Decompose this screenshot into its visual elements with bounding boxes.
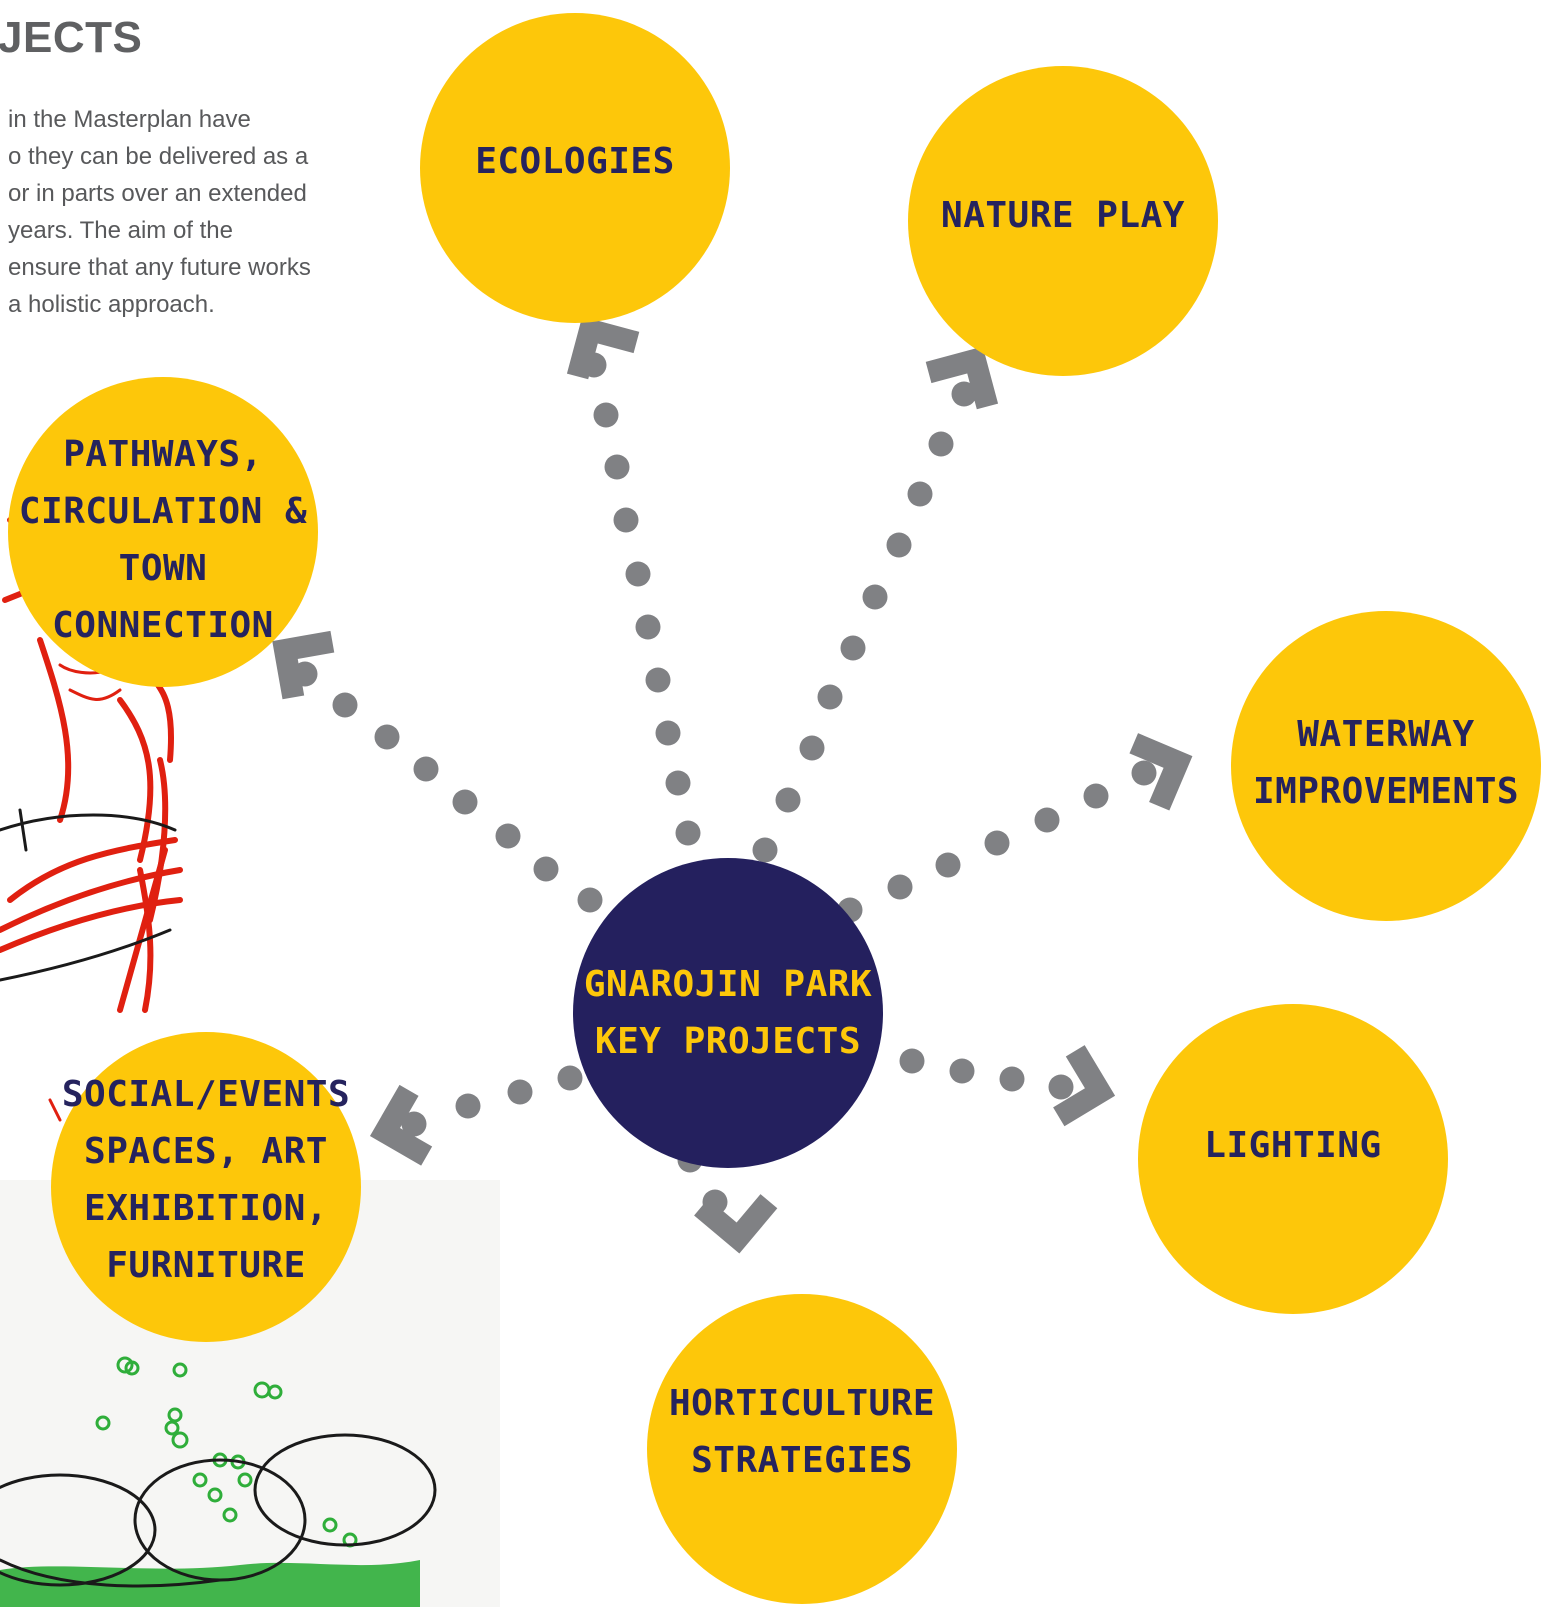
social-events-connector-dot bbox=[557, 1065, 583, 1091]
lighting-arrowhead-icon bbox=[1053, 1045, 1116, 1127]
nature-play-connector-dot bbox=[951, 381, 977, 407]
node-label-line: NATURE PLAY bbox=[941, 194, 1185, 236]
ecologies-connector-dot bbox=[604, 454, 630, 480]
node-label-line: PATHWAYS, bbox=[63, 434, 263, 475]
social-events-connector-dot bbox=[507, 1079, 533, 1105]
node-label-line: STRATEGIES bbox=[691, 1440, 913, 1481]
social-events-connector-dot bbox=[455, 1093, 481, 1119]
waterway-connector-dot bbox=[935, 852, 961, 878]
center-hub-circle: GNAROJIN PARK KEY PROJECTS bbox=[573, 858, 883, 1168]
waterway-arrowhead-icon bbox=[1129, 733, 1193, 811]
lighting-connector-dot bbox=[899, 1048, 925, 1074]
pathways-connector-dot bbox=[374, 724, 400, 750]
intro-line: ensure that any future works bbox=[8, 254, 311, 281]
nature-play-connector-dot bbox=[840, 635, 866, 661]
nature-play-connector-dot bbox=[928, 431, 954, 457]
nature-play-connector-dot bbox=[752, 837, 778, 863]
waterway-connector-dot bbox=[1083, 783, 1109, 809]
lighting-node: LIGHTING bbox=[1138, 1004, 1448, 1314]
node-label-line: ECOLOGIES bbox=[475, 140, 675, 182]
node-label-line: CIRCULATION & bbox=[18, 491, 308, 532]
node-label-line: WATERWAY bbox=[1297, 714, 1475, 755]
node-label-line: SOCIAL/EVENTS bbox=[61, 1073, 351, 1115]
node-label-line: CONNECTION bbox=[52, 605, 274, 646]
social-events-node: SOCIAL/EVENTS SPACES, ART EXHIBITION, FU… bbox=[51, 1032, 361, 1342]
nature-play-connector-dot bbox=[817, 684, 843, 710]
pathways-arrowhead-icon bbox=[272, 630, 335, 700]
pathways-connector-dot bbox=[495, 823, 521, 849]
horticulture-node: HORTICULTURE STRATEGIES bbox=[647, 1294, 957, 1604]
intro-paragraph: in the Masterplan have o they can be del… bbox=[8, 101, 368, 323]
waterway-connector-dot bbox=[1131, 760, 1157, 786]
lighting-label: LIGHTING bbox=[1204, 1117, 1381, 1174]
ecologies-connector-dot bbox=[655, 720, 681, 746]
pathways-connector-dot bbox=[577, 887, 603, 913]
ecologies-arrowhead-icon bbox=[566, 316, 640, 380]
waterway-label: WATERWAY IMPROVEMENTS bbox=[1253, 706, 1519, 820]
nature-play-connector-dot bbox=[886, 532, 912, 558]
intro-line: a holistic approach. bbox=[8, 291, 215, 318]
node-label-line: FURNITURE bbox=[106, 1244, 306, 1286]
pathways-connector-dot bbox=[533, 856, 559, 882]
ecologies-connector-dot bbox=[613, 507, 639, 533]
green-sketch-area bbox=[0, 1356, 437, 1607]
node-label-line: SPACES, ART bbox=[84, 1130, 328, 1172]
lighting-connector-dot bbox=[999, 1066, 1025, 1092]
nature-play-label: NATURE PLAY bbox=[941, 187, 1185, 244]
lighting-connector-dot bbox=[949, 1058, 975, 1084]
pathways-label: PATHWAYS, CIRCULATION & TOWN CONNECTION bbox=[19, 426, 307, 654]
nature-play-arrowhead-icon bbox=[925, 346, 999, 410]
nature-play-connector-dot bbox=[775, 787, 801, 813]
nature-play-node: NATURE PLAY bbox=[908, 66, 1218, 376]
nature-play-connector-dot bbox=[799, 735, 825, 761]
waterway-connector-dot bbox=[887, 874, 913, 900]
pathways-connector-dot bbox=[452, 789, 478, 815]
pathways-connector-dot bbox=[332, 692, 358, 718]
waterway-connector-dot bbox=[984, 830, 1010, 856]
page-title: JECTS bbox=[0, 13, 143, 62]
intro-line: years. The aim of the bbox=[8, 217, 233, 244]
social-events-connector-dot bbox=[401, 1111, 427, 1137]
node-label-line: LIGHTING bbox=[1204, 1124, 1382, 1166]
pathways-node: PATHWAYS, CIRCULATION & TOWN CONNECTION bbox=[8, 377, 318, 687]
pathways-connector-dot bbox=[413, 756, 439, 782]
intro-line: in the Masterplan have bbox=[8, 106, 251, 133]
ecologies-connector-dot bbox=[665, 770, 691, 796]
center-hub-label: GNAROJIN PARK KEY PROJECTS bbox=[584, 956, 872, 1070]
waterway-node: WATERWAY IMPROVEMENTS bbox=[1231, 611, 1541, 921]
lighting-connector-dot bbox=[1048, 1074, 1074, 1100]
horticulture-label: HORTICULTURE STRATEGIES bbox=[669, 1375, 935, 1489]
waterway-connector-dot bbox=[1034, 807, 1060, 833]
ecologies-connector-dot bbox=[675, 820, 701, 846]
node-label-line: TOWN bbox=[118, 548, 208, 589]
ecologies-label: ECOLOGIES bbox=[475, 133, 675, 190]
ecologies-connector-dot bbox=[635, 614, 661, 640]
intro-line: o they can be delivered as a bbox=[8, 143, 309, 170]
ecologies-connector-dot bbox=[593, 402, 619, 428]
center-label-line: GNAROJIN PARK bbox=[583, 964, 873, 1005]
nature-play-connector-dot bbox=[862, 584, 888, 610]
horticulture-arrowhead-icon bbox=[694, 1194, 778, 1254]
nature-play-connector-dot bbox=[907, 481, 933, 507]
ecologies-connector-dot bbox=[625, 561, 651, 587]
ecologies-connector-dot bbox=[645, 667, 671, 693]
ecologies-node: ECOLOGIES bbox=[420, 13, 730, 323]
intro-line: or in parts over an extended bbox=[8, 180, 307, 207]
node-label-line: HORTICULTURE bbox=[668, 1383, 936, 1424]
social-events-label: SOCIAL/EVENTS SPACES, ART EXHIBITION, FU… bbox=[62, 1066, 350, 1294]
red-sketch-lines bbox=[0, 512, 183, 1013]
node-label-line: IMPROVEMENTS bbox=[1252, 771, 1520, 812]
node-label-line: EXHIBITION, bbox=[84, 1187, 328, 1229]
center-label-line: KEY PROJECTS bbox=[594, 1021, 862, 1062]
social-events-arrowhead-icon bbox=[369, 1084, 433, 1166]
